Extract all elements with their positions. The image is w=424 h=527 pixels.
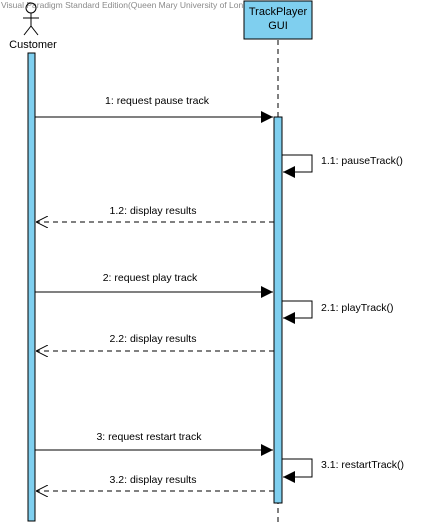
message-1-1-arrow [282,154,313,178]
actor-icon [23,2,39,36]
actor-activation-bar [27,52,36,522]
message-1-1-label: 1.1: pauseTrack() [321,155,403,167]
message-2-1-label: 2.1: playTrack() [321,302,394,314]
message-3-2-label: 3.2: display results [110,474,197,486]
message-2-label: 2: request play track [103,272,198,284]
message-3-1-label: 3.1: restartTrack() [321,459,404,471]
message-1-label: 1: request pause track [105,95,210,107]
actor-name: Customer [9,39,57,51]
message-3-label: 3: request restart track [96,431,202,443]
object-name-line2: GUI [268,20,288,32]
watermark-text: Visual Paradigm Standard Edition(Queen M… [1,0,260,10]
object-name-line1: TrackPlayer [249,6,308,18]
object-box-trackplayer-gui [243,0,313,40]
object-activation-bar [273,116,283,504]
message-1-2-label: 1.2: display results [110,205,197,217]
message-2-1-arrow [282,300,313,324]
message-3-1-arrow [282,458,313,483]
message-2-2-label: 2.2: display results [110,333,197,345]
